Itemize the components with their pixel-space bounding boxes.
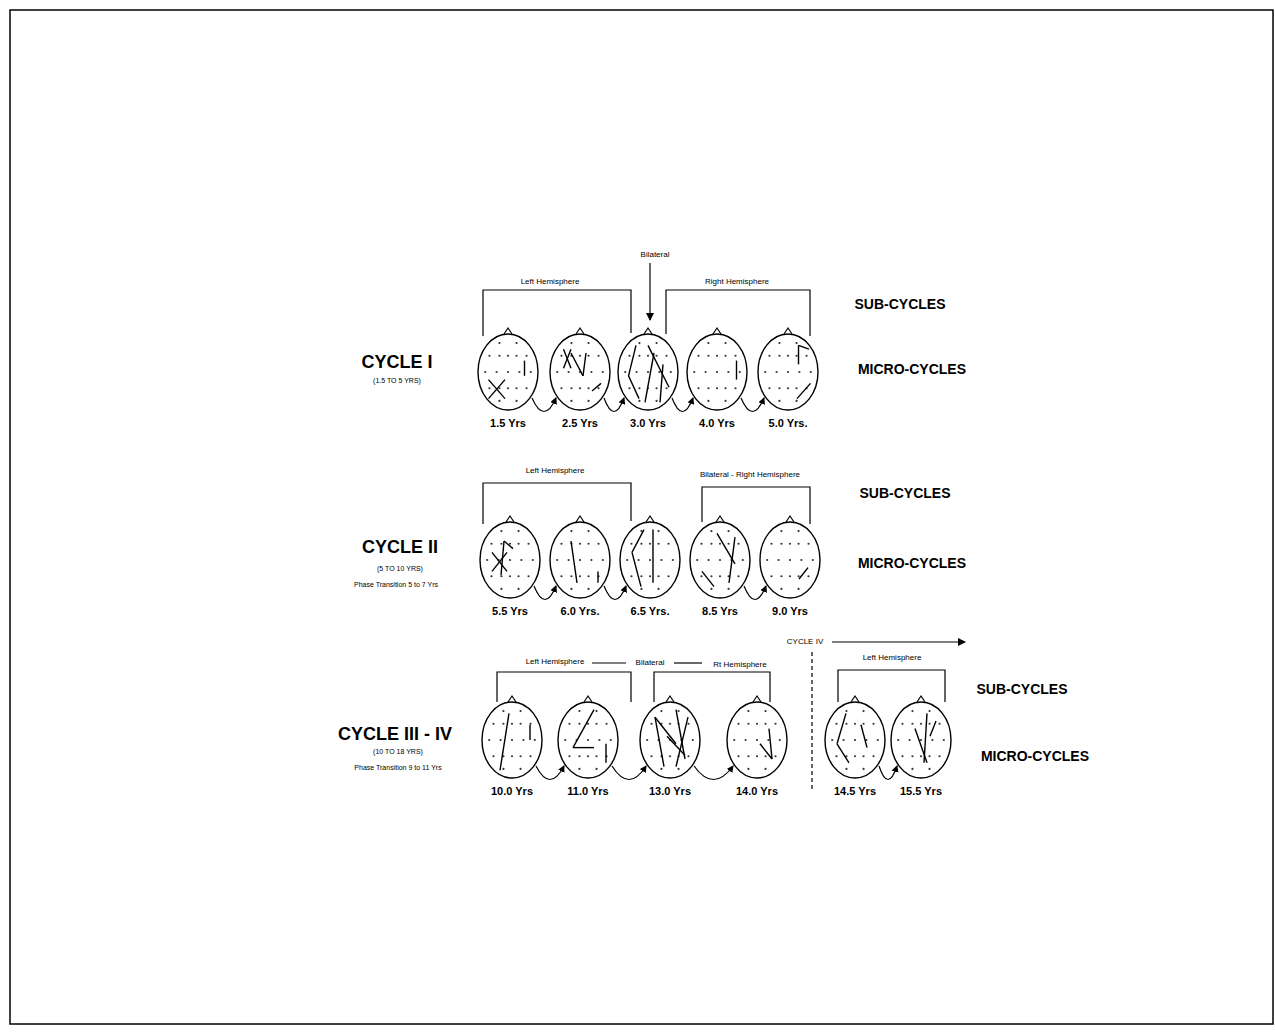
head-outline (758, 514, 822, 600)
down-arrow (649, 263, 650, 320)
annotation-label: (10 TO 18 YRS) (373, 748, 423, 756)
cycle-arrow (832, 641, 965, 642)
progression-arrow (534, 586, 556, 600)
bracket (666, 290, 810, 336)
head-outline (476, 326, 540, 412)
annotation-label: Bilateral - Right Hemisphere (700, 471, 800, 480)
eeg-head: 14.0 Yrs (725, 694, 789, 802)
progression-arrow (536, 766, 564, 780)
annotation-label: Bilateral (636, 659, 665, 668)
age-label: 11.0 Yrs (567, 785, 608, 798)
annotation-label: Left Hemisphere (526, 658, 585, 667)
bracket (483, 483, 631, 524)
head-outline (616, 326, 680, 412)
eeg-head: 6.0 Yrs. (548, 514, 612, 622)
progression-arrow (604, 586, 626, 600)
annotation-label: Left Hemisphere (521, 278, 580, 287)
age-label: 5.5 Yrs (492, 605, 528, 618)
age-label: 5.0 Yrs. (769, 417, 808, 430)
head-outline (548, 514, 612, 600)
age-label: 9.0 Yrs (772, 605, 808, 618)
eeg-head: 11.0 Yrs (556, 694, 620, 802)
head-outline (618, 514, 682, 600)
row-heading: SUB-CYCLES (859, 486, 950, 501)
eeg-head: 4.0 Yrs (685, 326, 749, 434)
age-label: 13.0 Yrs (649, 785, 691, 798)
eeg-head: 5.5 Yrs (478, 514, 542, 622)
cycle-title: CYCLE I (361, 353, 432, 373)
progression-arrow (879, 766, 897, 780)
head-outline (478, 514, 542, 600)
eeg-head: 2.5 Yrs (548, 326, 612, 434)
annotation-label: Rt Hemisphere (713, 661, 766, 670)
progression-arrow (744, 586, 766, 600)
row-heading: MICRO-CYCLES (981, 749, 1089, 764)
bracket (702, 487, 810, 524)
annotation-label: Left Hemisphere (863, 654, 922, 663)
annotation-label: CYCLE IV (787, 638, 823, 647)
age-label: 6.0 Yrs. (561, 605, 600, 618)
cycle-title: CYCLE III - IV (338, 725, 452, 745)
dash (592, 662, 626, 663)
age-label: 2.5 Yrs (562, 417, 598, 430)
eeg-head: 10.0 Yrs (480, 694, 544, 802)
row-heading: SUB-CYCLES (976, 682, 1067, 697)
eeg-head: 1.5 Yrs (476, 326, 540, 434)
bracket (497, 672, 631, 702)
annotation-label: Phase Transition 5 to 7 Yrs (354, 581, 438, 589)
age-label: 14.5 Yrs (834, 785, 876, 798)
head-outline (756, 326, 820, 412)
page-frame (10, 10, 1273, 1024)
age-label: 15.5 Yrs (900, 785, 942, 798)
head-outline (823, 694, 887, 780)
row-heading: SUB-CYCLES (854, 297, 945, 312)
head-outline (688, 514, 752, 600)
eeg-head: 3.0 Yrs (616, 326, 680, 434)
eeg-head: 15.5 Yrs (889, 694, 953, 802)
age-label: 8.5 Yrs (702, 605, 738, 618)
progression-arrow (741, 398, 764, 412)
age-label: 14.0 Yrs (736, 785, 778, 798)
head-outline (685, 326, 749, 412)
bracket (483, 290, 631, 336)
eeg-head: 8.5 Yrs (688, 514, 752, 622)
age-label: 10.0 Yrs (491, 785, 533, 798)
age-label: 3.0 Yrs (630, 417, 666, 430)
eeg-head: 14.5 Yrs (823, 694, 887, 802)
age-label: 4.0 Yrs (699, 417, 735, 430)
head-outline (556, 694, 620, 780)
row-heading: MICRO-CYCLES (858, 556, 966, 571)
divider (811, 652, 812, 792)
annotation-label: (5 TO 10 YRS) (377, 565, 423, 573)
head-outline (638, 694, 702, 780)
row-heading: MICRO-CYCLES (858, 362, 966, 377)
cycle-title: CYCLE II (362, 538, 438, 558)
progression-arrow (694, 766, 733, 780)
age-label: 6.5 Yrs. (631, 605, 670, 618)
progression-arrow (672, 398, 693, 412)
age-label: 1.5 Yrs (490, 417, 526, 430)
annotation-label: (1.5 TO 5 YRS) (373, 377, 421, 385)
head-outline (725, 694, 789, 780)
progression-arrow (612, 766, 646, 780)
head-outline (889, 694, 953, 780)
eeg-head: 9.0 Yrs (758, 514, 822, 622)
annotation-label: Phase Transition 9 to 11 Yrs (354, 764, 441, 772)
annotation-label: Right Hemisphere (705, 278, 769, 287)
eeg-head: 13.0 Yrs (638, 694, 702, 802)
eeg-head: 5.0 Yrs. (756, 326, 820, 434)
progression-arrow (532, 398, 556, 412)
annotation-label: Bilateral (641, 251, 670, 260)
head-outline (480, 694, 544, 780)
dash (674, 662, 702, 663)
progression-arrow (604, 398, 624, 412)
eeg-head: 6.5 Yrs. (618, 514, 682, 622)
annotation-label: Left Hemisphere (526, 467, 585, 476)
head-outline (548, 326, 612, 412)
